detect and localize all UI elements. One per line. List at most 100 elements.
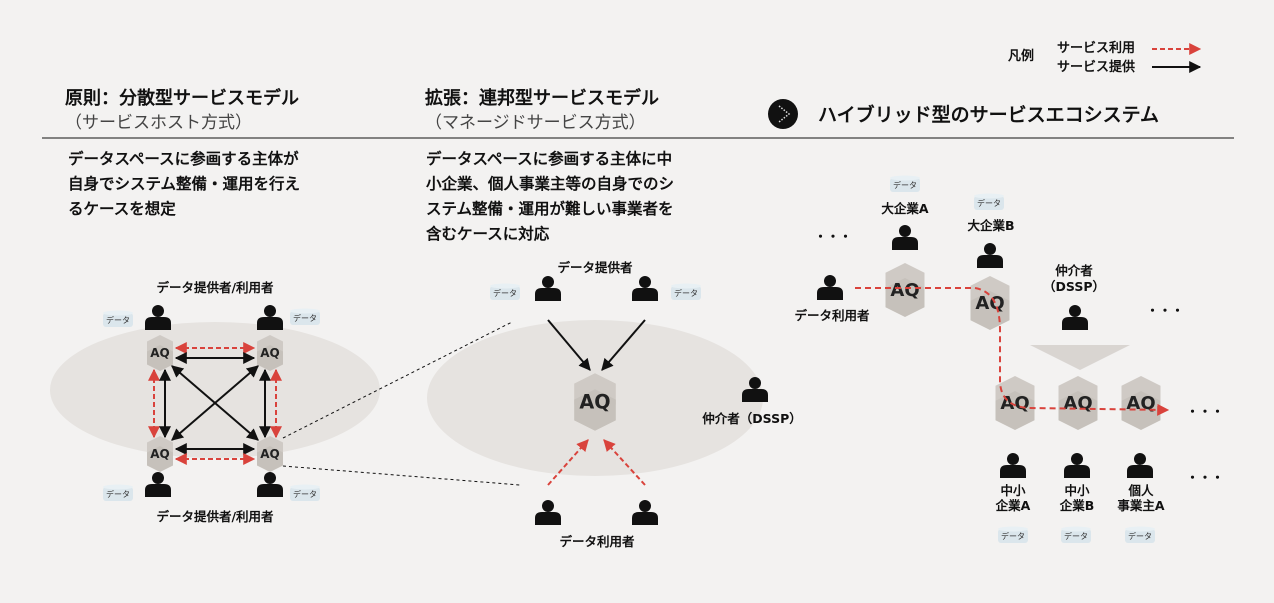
data-label: データ [293, 489, 317, 499]
person-icon [535, 500, 561, 525]
person-head [1069, 305, 1081, 317]
extension-title: 拡張：連邦型サービスモデル [425, 87, 659, 109]
zoom-connector-top [282, 321, 513, 439]
principle-description-line: 自身でシステム整備・運用を行え [68, 174, 300, 193]
person-head [152, 472, 164, 484]
extension-description-line: 含むケースに対応 [426, 224, 550, 243]
principle-description-line: るケースを想定 [68, 199, 176, 218]
data-cylinder-top [103, 484, 133, 490]
person-head [264, 305, 276, 317]
data-label: データ [293, 313, 317, 323]
data-cylinder-top [103, 310, 133, 316]
principle-bottom-label: データ提供者/利用者 [156, 509, 274, 524]
data-cylinder-top [1125, 526, 1155, 532]
aq-label: AQ [260, 346, 280, 360]
data-cylinder [103, 487, 133, 501]
ellipsis: ・・・ [1146, 303, 1184, 318]
person-body [1062, 317, 1088, 330]
person-body [892, 237, 918, 250]
aq-label: AQ [1063, 393, 1092, 414]
data-cylinder-top [890, 175, 920, 181]
aq-hex [574, 389, 616, 431]
sme-b-label: 中小 [1064, 483, 1090, 498]
data-cylinder-top [1061, 526, 1091, 532]
extension-description-line: 小企業、個人事業主等の自身でのシ [426, 174, 674, 193]
aq-node: AQ [147, 335, 173, 371]
person-body [1000, 465, 1026, 478]
data-cylinder-top [998, 526, 1028, 532]
extension-provider-label: データ提供者 [557, 260, 633, 275]
principle-title: 原則：分散型サービスモデル [65, 87, 299, 109]
data-store-icon: データ [290, 484, 320, 501]
aq-label: AQ [579, 390, 610, 413]
broker-funnel [1030, 345, 1130, 370]
aq-label: AQ [260, 447, 280, 461]
person-icon [817, 275, 843, 300]
data-cylinder-top [974, 193, 1004, 199]
play-icon [768, 99, 798, 129]
person-icon [145, 305, 171, 330]
person-icon [632, 500, 658, 525]
data-store-icon: データ [671, 283, 701, 300]
person-head [152, 305, 164, 317]
aq-label: AQ [1000, 393, 1029, 414]
sme-b-label: 企業B [1059, 498, 1095, 513]
data-cylinder [103, 313, 133, 327]
person-head [639, 500, 651, 512]
ellipsis: ・・・ [814, 229, 852, 244]
person-body [977, 255, 1003, 268]
person-body [257, 484, 283, 497]
extension-description-line: データスペースに参画する主体に中 [426, 149, 672, 168]
person-icon [632, 276, 658, 301]
data-cylinder [998, 529, 1028, 543]
extension-user-label: データ利用者 [559, 534, 635, 549]
person-head [264, 472, 276, 484]
service-usage-arrow [547, 439, 589, 486]
aq-node: AQ [1058, 376, 1098, 430]
data-cylinder [1061, 529, 1091, 543]
aq-hex [257, 446, 283, 472]
person-head [824, 275, 836, 287]
data-label: データ [106, 315, 130, 325]
person-icon [1000, 453, 1026, 478]
person-head [639, 276, 651, 288]
aq-node: AQ [970, 276, 1010, 330]
data-store-icon: データ [103, 310, 133, 327]
play-icon-glyph [778, 105, 791, 123]
person-body [1127, 465, 1153, 478]
data-store-icon: データ [974, 193, 1004, 210]
person-body [632, 288, 658, 301]
data-cylinder [974, 196, 1004, 210]
extension-description-line: ステム整備・運用が難しい事業者を [426, 199, 674, 218]
data-store-icon: データ [103, 484, 133, 501]
service-provision-arrow [171, 365, 259, 441]
aq-hex [1058, 391, 1098, 430]
person-icon [742, 377, 768, 402]
person-icon [257, 472, 283, 497]
aq-label: AQ [150, 447, 170, 461]
person-icon [1064, 453, 1090, 478]
person-head [749, 377, 761, 389]
person-head [542, 276, 554, 288]
person-body [535, 288, 561, 301]
hybrid-service-usage-path [855, 287, 1170, 416]
person-body [535, 512, 561, 525]
person-head [542, 500, 554, 512]
person-body [145, 317, 171, 330]
sme-a-label: 中小 [1000, 483, 1026, 498]
hybrid-data-user-label: データ利用者 [794, 308, 870, 323]
data-label: データ [1001, 531, 1025, 541]
large-company-a-label: 大企業A [881, 201, 929, 216]
data-store-icon: データ [490, 283, 520, 300]
aq-hex [257, 345, 283, 371]
hybrid-broker-label: 仲介者 [1055, 263, 1093, 278]
data-cylinder [490, 286, 520, 300]
person-icon [977, 243, 1003, 268]
person-icon [892, 225, 918, 250]
aq-hex [147, 446, 173, 472]
person-icon [535, 276, 561, 301]
principle-top-label: データ提供者/利用者 [156, 280, 274, 295]
aq-hex [995, 391, 1035, 430]
data-store-icon: データ [1061, 526, 1091, 543]
